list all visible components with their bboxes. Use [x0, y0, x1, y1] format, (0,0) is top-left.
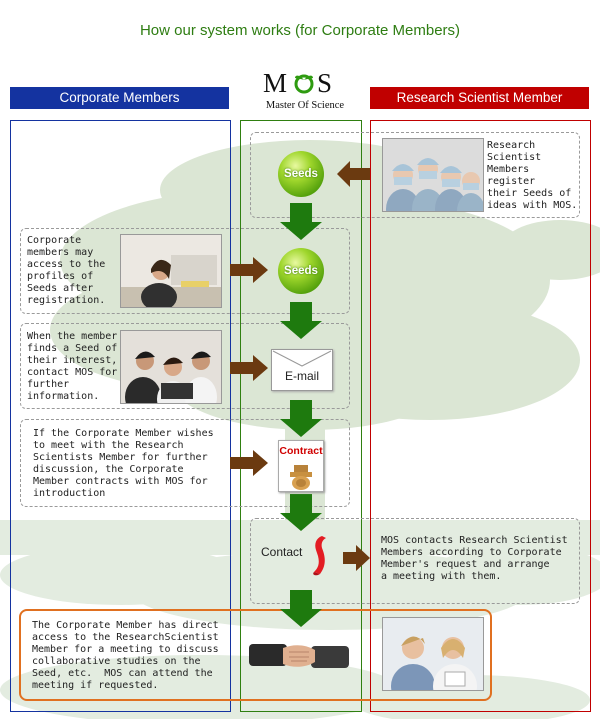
step-box-meeting — [19, 609, 492, 701]
mos-logo-mark: M S — [263, 68, 332, 98]
research-scientist-header: Research Scientist Member — [370, 87, 589, 109]
email-envelope-icon: E-mail — [271, 349, 333, 391]
text-research-register: Research Scientist Members register thei… — [487, 140, 578, 211]
left-arrow-seeds — [337, 161, 370, 187]
down-arrow-1 — [280, 203, 322, 240]
handshake-photo — [249, 626, 349, 684]
handshake-icon — [249, 644, 349, 668]
doctors-group-icon — [383, 139, 483, 211]
step-box-find — [20, 323, 350, 409]
seeds-icon-1: Seeds — [278, 151, 324, 197]
office-worker-icon — [121, 235, 221, 307]
text-mos-contacts: MOS contacts Research Scientist Members … — [381, 535, 568, 582]
woman-at-computer-photo — [120, 234, 222, 308]
two-women-doctors-photo — [382, 617, 484, 691]
contract-label: Contract — [279, 445, 323, 457]
step-box-register — [250, 132, 580, 218]
right-arrow-contract — [230, 450, 268, 476]
text-corp-contract: If the Corporate Member wishes to meet w… — [33, 428, 214, 499]
logo-subtitle: Master Of Science — [265, 100, 345, 111]
down-arrow-5 — [280, 590, 322, 627]
contract-document-icon: Contract — [278, 440, 324, 492]
step-box-contact — [250, 518, 580, 604]
seeds-icon-2: Seeds — [278, 248, 324, 294]
doctors-pair-icon — [383, 618, 483, 690]
telephone-icon — [313, 536, 326, 576]
text-corp-access: Corporate members may access to the prof… — [27, 235, 106, 306]
step-box-contract — [20, 419, 350, 507]
down-arrow-3 — [280, 400, 322, 437]
stamp-icon — [290, 465, 312, 490]
contact-label: Contact — [261, 545, 303, 559]
envelope-flap-icon — [272, 350, 332, 367]
corporate-members-header: Corporate Members — [10, 87, 229, 109]
svg-text:S: S — [317, 68, 332, 96]
svg-text:M: M — [263, 68, 287, 96]
page-title: How our system works (for Corporate Memb… — [139, 22, 461, 39]
email-label: E-mail — [284, 369, 319, 383]
right-arrow-contact — [343, 545, 370, 571]
mos-column — [240, 120, 362, 712]
team-meeting-photo — [120, 330, 222, 404]
mos-logo: M S Master Of Science — [255, 66, 355, 112]
step-box-access — [20, 228, 350, 314]
research-column — [370, 120, 591, 712]
research-scientists-photo — [382, 138, 484, 212]
text-direct-access: The Corporate Member has direct access t… — [32, 620, 219, 691]
team-laptop-icon — [121, 331, 221, 403]
down-arrow-4 — [280, 494, 322, 531]
corporate-column — [10, 120, 231, 712]
right-arrow-access — [230, 257, 268, 283]
text-corp-find: When the member finds a Seed of their in… — [27, 331, 118, 402]
down-arrow-2 — [280, 302, 322, 339]
right-arrow-find — [230, 355, 268, 381]
